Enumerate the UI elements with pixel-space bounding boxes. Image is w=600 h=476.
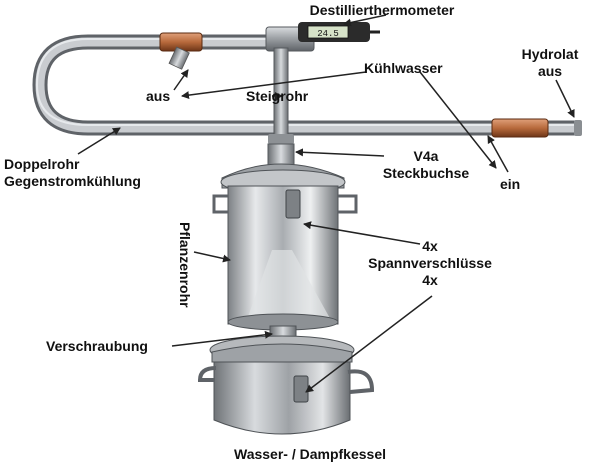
arrow-hydrolat — [555, 79, 575, 118]
label-coolant-out: aus — [146, 88, 171, 104]
label-kettle: Wasser- / Dampfkessel — [234, 446, 386, 462]
arrow-clamp-lower — [305, 295, 433, 393]
label-socket-line2: Steckbuchse — [382, 165, 470, 181]
label-hydrolat: Hydrolat aus — [512, 46, 588, 80]
clamp-upper — [285, 189, 301, 219]
vessel-handle-right — [338, 194, 358, 214]
coolant-outlet-coupling — [159, 32, 203, 70]
label-thermometer: Destillierthermometer — [309, 2, 455, 18]
label-screw-joint: Verschraubung — [46, 338, 148, 354]
label-hydrolat-line1: Hydrolat — [521, 46, 579, 62]
label-riser: Steigrohr — [246, 88, 309, 104]
coolant-inlet-coupling — [491, 118, 549, 138]
label-socket: V4a Steckbuchse — [378, 148, 474, 182]
condenser-pipe — [32, 34, 582, 136]
plant-tube-vessel — [212, 163, 358, 331]
label-condenser-line2: Gegenstromkühlung — [4, 173, 141, 189]
arrow-plant-tube — [193, 251, 231, 263]
thermometer-display: 24.5 — [317, 29, 339, 39]
label-clamps-name: Spannverschlüsse — [368, 255, 492, 271]
label-clamps: 4x Spannverschlüsse 4x — [360, 238, 500, 289]
label-socket-line1: V4a — [413, 148, 439, 164]
label-condenser-line1: Doppelrohr — [4, 156, 80, 172]
arrow-coolant-to-inlet — [419, 71, 497, 169]
leader-lines — [77, 14, 575, 393]
arrow-condenser — [77, 127, 121, 155]
arrow-coolant-to-outlet — [181, 71, 367, 100]
label-coolant: Kühlwasser — [364, 60, 443, 76]
label-plant-tube: Pflanzenrohr — [177, 222, 193, 308]
kettle-handle-right — [347, 369, 375, 394]
water-steam-kettle — [197, 335, 375, 435]
arrow-clamp-upper — [303, 221, 421, 245]
arrow-screw-joint — [171, 330, 273, 347]
label-hydrolat-line2: aus — [537, 63, 563, 79]
arrow-thermometer — [343, 14, 387, 27]
label-clamps-count-bottom: 4x — [422, 272, 438, 288]
arrow-inlet — [487, 135, 509, 173]
kettle-handle-left — [197, 366, 217, 382]
clamp-lower — [293, 375, 309, 403]
arrow-socket — [295, 148, 385, 157]
vessel-handle-left — [212, 194, 228, 214]
label-coolant-in: ein — [500, 176, 521, 192]
label-clamps-count-top: 4x — [422, 238, 438, 254]
thermometer-icon: 24.5 — [298, 22, 380, 42]
arrow-outlet — [173, 69, 189, 91]
label-condenser: Doppelrohr Gegenstromkühlung — [4, 156, 141, 190]
v4a-socket — [267, 143, 295, 167]
